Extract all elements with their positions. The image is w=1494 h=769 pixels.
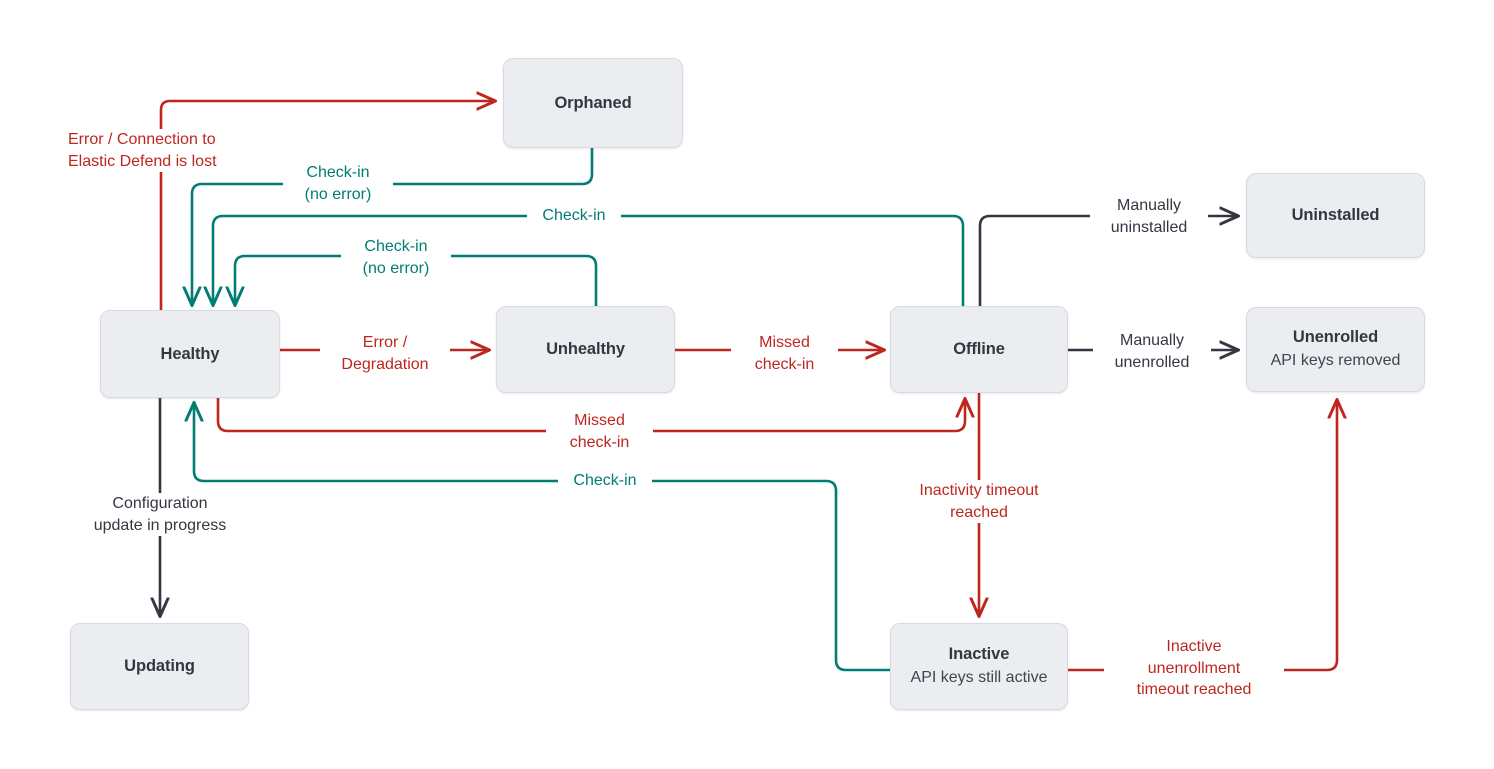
edge-label-healthy-to-orphaned: Error / Connection to Elastic Defend is …: [63, 129, 293, 173]
node-healthy-title: Healthy: [160, 344, 220, 363]
node-unenrolled-title: Unenrolled: [1292, 328, 1379, 347]
node-updating[interactable]: Updating: [70, 623, 249, 710]
edge-label-offline-to-unenrolled: Manually unenrolled: [1093, 330, 1211, 374]
node-inactive[interactable]: Inactive API keys still active: [890, 623, 1068, 710]
node-uninstalled[interactable]: Uninstalled: [1246, 173, 1425, 258]
node-inactive-title: Inactive: [948, 645, 1010, 664]
edge-inactive-to-healthy: [194, 403, 892, 672]
edge-label-unhealthy-to-offline: Missed check-in: [731, 332, 838, 376]
edge-label-unhealthy-to-healthy: Check-in (no error): [341, 236, 451, 280]
node-orphaned-title: Orphaned: [554, 93, 632, 112]
node-unhealthy-title: Unhealthy: [546, 340, 625, 359]
edge-label-healthy-to-updating: Configuration update in progress: [62, 493, 258, 537]
edge-label-offline-to-healthy: Check-in: [527, 205, 621, 227]
edge-label-orphaned-to-healthy: Check-in (no error): [283, 162, 393, 206]
edge-offline-to-healthy: [213, 214, 965, 308]
node-inactive-subtitle: API keys still active: [910, 668, 1048, 686]
node-offline[interactable]: Offline: [890, 306, 1068, 393]
edge-label-inactive-to-unenrolled: Inactive unenrollment timeout reached: [1104, 636, 1284, 701]
node-orphaned[interactable]: Orphaned: [503, 58, 683, 148]
node-unenrolled[interactable]: Unenrolled API keys removed: [1246, 307, 1425, 392]
edge-healthy-to-orphaned: [159, 101, 495, 312]
edge-inactive-to-unenrolled: [1066, 400, 1337, 672]
edge-label-healthy-to-unhealthy: Error / Degradation: [320, 332, 450, 376]
node-healthy[interactable]: Healthy: [100, 310, 280, 398]
node-offline-title: Offline: [953, 340, 1005, 359]
edge-label-offline-to-uninstalled: Manually uninstalled: [1090, 195, 1208, 239]
edge-label-offline-to-inactive: Inactivity timeout reached: [891, 480, 1067, 524]
node-unhealthy[interactable]: Unhealthy: [496, 306, 675, 393]
node-uninstalled-title: Uninstalled: [1291, 206, 1380, 225]
node-updating-title: Updating: [124, 657, 195, 676]
node-unenrolled-subtitle: API keys removed: [1270, 351, 1401, 369]
edge-offline-to-uninstalled: [978, 216, 1238, 308]
edge-label-inactive-to-healthy: Check-in: [558, 470, 652, 492]
edge-label-healthy-to-offline: Missed check-in: [546, 410, 653, 454]
